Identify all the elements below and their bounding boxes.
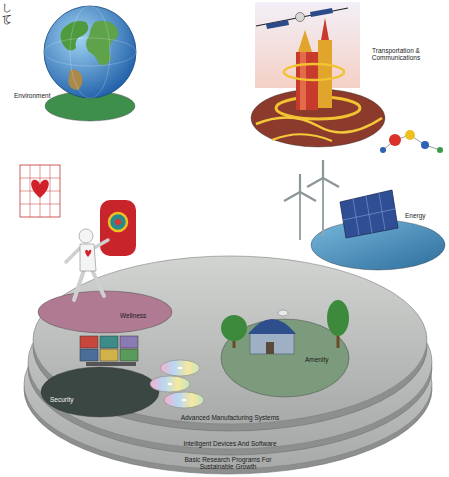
node-label: Intelligent Devices And Software bbox=[183, 440, 276, 447]
node-label: Environment bbox=[14, 92, 51, 99]
page-fragment-text: し bbox=[2, 14, 12, 25]
globe bbox=[44, 6, 136, 98]
wind-turbines bbox=[284, 160, 339, 240]
security-island: Security bbox=[40, 366, 160, 418]
node-label: Transportation & Communications bbox=[362, 47, 430, 62]
node-label: Basic Research Programs For Sustainable … bbox=[168, 456, 288, 471]
node-label: Energy bbox=[405, 212, 426, 219]
platform-outline bbox=[40, 366, 160, 418]
node-label: Advanced Manufacturing Systems bbox=[181, 414, 280, 421]
monitor-wall bbox=[80, 336, 138, 366]
node-label: Security bbox=[50, 396, 73, 403]
heart-grid bbox=[20, 165, 60, 217]
atom-molecule bbox=[380, 130, 443, 153]
optical-discs bbox=[150, 360, 204, 408]
node-label: Amenity bbox=[305, 356, 328, 363]
transport-scene bbox=[255, 2, 382, 141]
house-scene bbox=[221, 300, 349, 354]
solar-panel bbox=[340, 190, 398, 238]
node-label: Wellness bbox=[120, 312, 146, 319]
wellness-figure bbox=[66, 200, 136, 300]
